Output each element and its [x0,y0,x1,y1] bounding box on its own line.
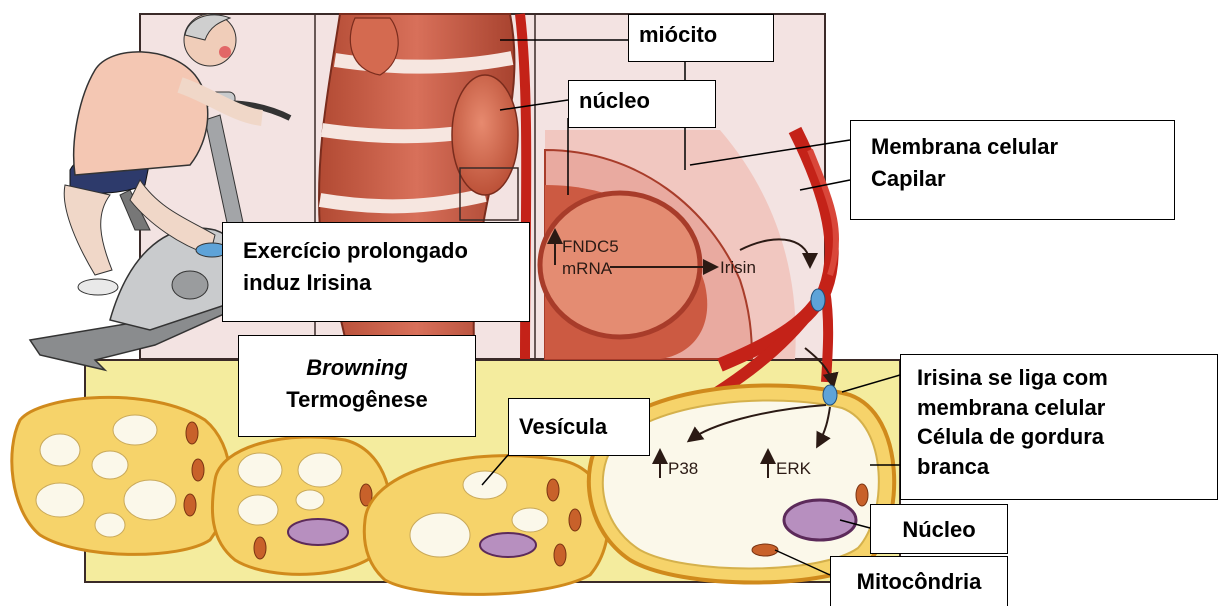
label-vesicula: Vesícula [508,398,650,456]
label-membrana-capilar: Membrana celular Capilar [850,120,1175,220]
label-miocito: miócito [628,14,774,62]
label-nucleo-top: núcleo [568,80,716,128]
label-nucleo-bottom: Núcleo [870,504,1008,554]
irisin-text: Irisin [720,258,756,277]
label-exercicio: Exercício prolongado induz Irisina [222,222,530,322]
label-browning: Browning Termogênese [238,335,476,437]
label-mitocondria: Mitocôndria [830,556,1008,606]
label-irisina-liga: Irisina se liga com membrana celular Cél… [900,354,1218,500]
mrna-text: mRNA [562,259,613,278]
fndc5-text: FNDC5 [562,237,619,256]
p38-text: P38 [668,459,698,478]
erk-text: ERK [776,459,812,478]
myocyte-nucleus [452,75,518,195]
